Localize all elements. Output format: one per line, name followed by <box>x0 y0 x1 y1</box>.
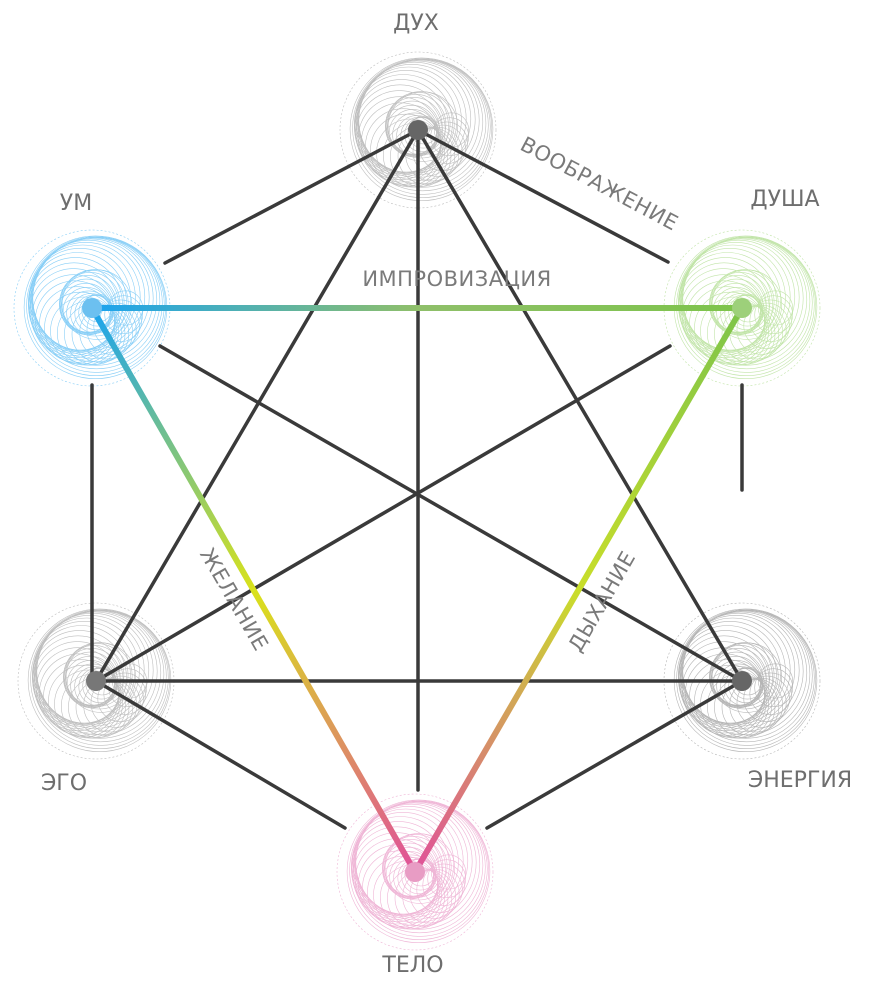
node-dot-ego <box>86 671 106 691</box>
label-dusha: ДУША <box>750 187 819 212</box>
edge-um-telo-colored <box>92 308 415 872</box>
edge-dukh-energiya <box>418 130 742 681</box>
node-dot-energiya <box>732 671 752 691</box>
edge-label-voobrazhenie: ВООБРАЖЕНИЕ <box>516 132 682 235</box>
edge-ego-telo <box>96 681 345 828</box>
node-dot-dusha <box>732 298 752 318</box>
label-telo: ТЕЛО <box>381 953 443 978</box>
node-dot-dukh <box>408 120 428 140</box>
node-dot-telo <box>405 862 425 882</box>
label-energiya: ЭНЕРГИЯ <box>748 768 852 793</box>
node-dot-um <box>82 298 102 318</box>
edge-label-improvizatsiya: ИМПРОВИЗАЦИЯ <box>362 267 551 291</box>
edge-dusha-telo-colored <box>415 308 742 872</box>
label-dukh: ДУХ <box>393 11 439 36</box>
label-um: УМ <box>60 191 92 216</box>
edge-energiya-telo <box>487 681 742 828</box>
label-ego: ЭГО <box>41 771 87 796</box>
